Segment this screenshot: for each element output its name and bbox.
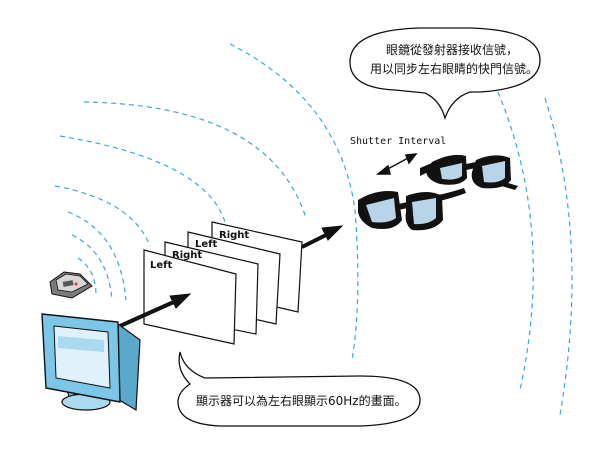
glasses-callout: 眼鏡從發射器接收信號， 用以同步左右眼睛的快門信號。 <box>349 27 541 121</box>
shutter-glasses-icon <box>358 188 466 231</box>
wave-5 <box>59 135 226 223</box>
wave-7 <box>229 43 359 361</box>
shutter-interval-label: Shutter Interval <box>350 136 446 147</box>
signal-arrow-to-frames <box>119 293 192 328</box>
glasses-callout-bubble <box>349 27 541 121</box>
shutter-glasses-front <box>358 188 466 231</box>
shutter-glasses-icon <box>420 154 518 190</box>
frame-label: Left <box>195 239 218 250</box>
wave-4 <box>54 185 151 247</box>
glasses-callout-line2: 用以同步左右眼睛的快門信號。 <box>370 61 538 76</box>
glasses-callout-line1: 眼鏡從發射器接收信號， <box>386 42 518 57</box>
display-callout-bubble <box>177 351 421 427</box>
wave-1 <box>77 257 97 296</box>
frame-label: Right <box>219 230 249 241</box>
wave-2 <box>71 234 113 301</box>
shutter-interval-arrow <box>375 153 418 175</box>
wave-3 <box>67 211 127 301</box>
display-callout: 顯示器可以為左右眼顯示60Hz的畫面。 <box>177 351 421 427</box>
frame-left-front: Left <box>143 249 237 345</box>
display-callout-text: 顯示器可以為左右眼顯示60Hz的畫面。 <box>196 393 407 408</box>
signal-arrow-to-glasses <box>301 225 344 249</box>
shutter-glasses-back <box>420 154 518 190</box>
frame-label: Right <box>172 250 202 261</box>
frame-label: Left <box>150 260 173 271</box>
wave-6 <box>83 101 307 219</box>
frame-stack: Right Left Right Left <box>143 221 303 345</box>
wave-8 <box>497 91 534 391</box>
signal-waves <box>54 43 573 416</box>
ir-emitter-icon <box>49 271 93 299</box>
wave-9 <box>544 97 573 416</box>
crt-monitor-icon <box>41 313 141 412</box>
